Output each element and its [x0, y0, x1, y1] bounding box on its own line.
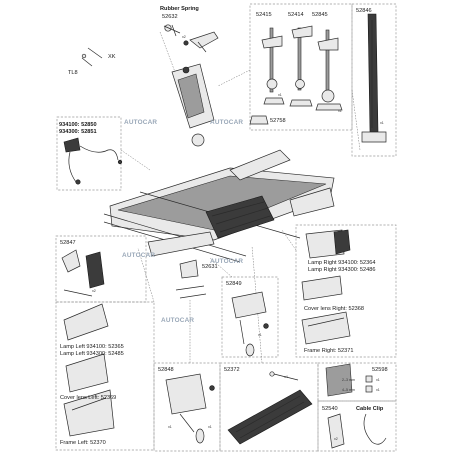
- wheel-arm-52849: [231, 291, 269, 357]
- watermark-5: AUTOCAR: [161, 317, 194, 324]
- leader-lamp-left: [137, 247, 155, 303]
- watermark-2: AUTOCAR: [210, 119, 243, 126]
- leader-arms: [217, 69, 251, 87]
- key-bolt-part: [81, 47, 103, 67]
- qty-key-b: x1: [376, 388, 380, 392]
- label-52414: 52414: [288, 12, 304, 18]
- spring-clip-part: [163, 24, 181, 37]
- qty-52540: x2: [334, 437, 338, 441]
- watermark-1: AUTOCAR: [124, 119, 157, 126]
- qty-52847: x2: [92, 289, 96, 293]
- frame-lamp-left: [55, 301, 155, 451]
- frame-52540: [317, 400, 397, 452]
- qty-52849: x1: [258, 333, 262, 337]
- label-52598: [325, 363, 373, 397]
- label-52372: 52372: [224, 367, 240, 373]
- cable-clip-52540: [327, 413, 387, 449]
- label-key-b: 4–5 mm: [342, 388, 355, 392]
- frame-wiring: [56, 116, 122, 191]
- frame-carrier-arms: [249, 3, 353, 131]
- frame-52848: [153, 362, 221, 452]
- label-52846: 52846: [356, 8, 372, 14]
- leader-wiring: [120, 149, 151, 171]
- leader-lamp-right: [281, 229, 297, 251]
- label-lamp-right-1: Lamp Right 934100: 52364: [308, 260, 376, 266]
- carrier-arm-52845: [315, 29, 343, 111]
- label-frame-right: Frame Right: 52371: [304, 348, 353, 354]
- qty-strap: x1: [380, 121, 384, 125]
- label-52540: 52540: [322, 406, 338, 412]
- frame-strap: [351, 3, 397, 157]
- qty-52848-b: x1: [208, 425, 212, 429]
- wheel-arm-52848: [165, 373, 215, 444]
- label-lamp-left-1: Lamp Left 934100: 52365: [60, 344, 124, 350]
- spring-lever-part: [183, 31, 219, 53]
- qty-arm-1: x1: [278, 93, 282, 97]
- leader-rubber-spring: [159, 31, 176, 73]
- qty-key-a: x1: [376, 378, 380, 382]
- frame-52372: [219, 362, 319, 452]
- latch-52847: [61, 249, 105, 297]
- frame-right-part: [301, 311, 351, 345]
- watermark-4: AUTOCAR: [210, 258, 243, 265]
- label-52415: 52415: [256, 12, 272, 18]
- watermark-3: AUTOCAR: [122, 252, 155, 259]
- plate-holder-52372: [227, 371, 313, 445]
- wiring-plug-part: [63, 137, 123, 185]
- label-52631: 52631: [202, 264, 218, 270]
- lamp-right-part: [305, 229, 351, 259]
- main-carrier-body: [103, 63, 335, 263]
- leader-strap: [351, 89, 361, 151]
- carrier-arm-52414: [289, 25, 313, 107]
- qty-arm-3: x1: [338, 109, 342, 113]
- label-lamp-right-2: Lamp Right 934300: 52486: [308, 267, 376, 273]
- frame-lamp-right: [295, 224, 397, 358]
- label-52758: 52758: [270, 118, 286, 124]
- label-rubber-spring: Rubber Spring: [160, 6, 199, 12]
- qty-spring: x2: [182, 35, 186, 39]
- leader-52849: [209, 257, 233, 278]
- label-52847: 52847: [60, 240, 76, 246]
- lamp-left-part: [63, 303, 109, 341]
- carrier-arm-52415: [261, 27, 285, 105]
- label-52848: 52848: [158, 367, 174, 373]
- label-52849: 52849: [226, 281, 242, 287]
- cover-lens-right-part: [301, 275, 343, 301]
- cover-lens-left-part: [65, 353, 109, 393]
- label-tl8: TL8: [68, 70, 78, 76]
- label-cover-lens-right: Cover lens Right: 52368: [304, 306, 364, 312]
- strap-52846: [361, 13, 387, 143]
- qty-52848-a: x1: [168, 425, 172, 429]
- label-52632: 52632: [162, 14, 178, 20]
- label-cable-clip: Cable Clip: [356, 406, 384, 412]
- label-52845: 52845: [312, 12, 328, 18]
- frame-52847: [55, 235, 147, 303]
- label-wiring-1: 934100: 52850: [59, 122, 97, 128]
- frame-52849: [221, 276, 279, 358]
- qty-52372: x4: [284, 375, 288, 379]
- label-52598: 52598: [372, 367, 388, 373]
- end-cap-52758: [249, 115, 269, 125]
- label-frame-left: Frame Left: 52370: [60, 440, 106, 446]
- label-lamp-left-2: Lamp Left 934300: 52485: [60, 351, 124, 357]
- frame-52598: [317, 362, 397, 402]
- label-wiring-2: 934300: 52851: [59, 129, 97, 135]
- label-key-a: 2–3 mm: [342, 378, 355, 382]
- label-cover-lens-left: Cover lens Left: 52369: [60, 395, 116, 401]
- label-xk: XK: [108, 54, 116, 60]
- frame-left-part: [63, 389, 115, 437]
- bracket-52631: [175, 259, 207, 299]
